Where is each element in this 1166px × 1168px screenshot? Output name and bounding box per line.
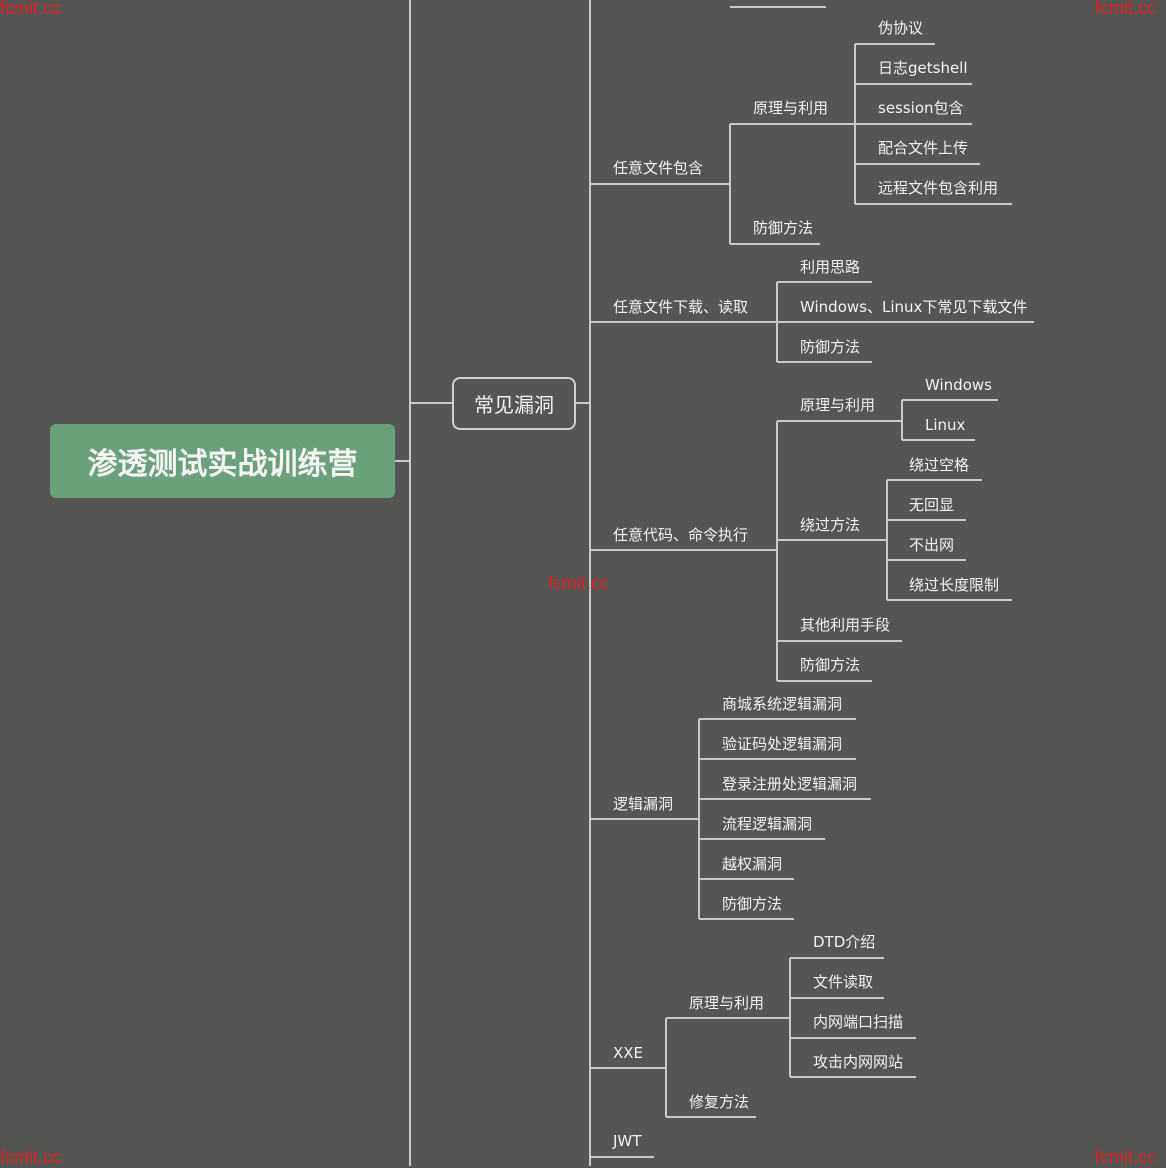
root-node[interactable]: 渗透测试实战训练营: [50, 424, 395, 498]
node-logic-item[interactable]: 商城系统逻辑漏洞: [722, 695, 843, 713]
node-xxe[interactable]: XXE: [613, 1044, 644, 1062]
node-file-download[interactable]: 任意文件下载、读取: [613, 298, 749, 316]
node-jwt[interactable]: JWT: [613, 1132, 642, 1150]
node-file-include-item[interactable]: 配合文件上传: [878, 139, 969, 157]
node-file-download-item[interactable]: Windows、Linux下常见下载文件: [800, 298, 1028, 316]
node-logic-item[interactable]: 流程逻辑漏洞: [722, 815, 813, 833]
node-rce-bypass-item[interactable]: 不出网: [909, 536, 955, 554]
watermark-text: fcmit.cc: [0, 1147, 61, 1167]
node-logic-item[interactable]: 越权漏洞: [722, 855, 783, 873]
node-xxe-fix[interactable]: 修复方法: [689, 1093, 750, 1111]
node-xxe-principle[interactable]: 原理与利用: [689, 994, 765, 1012]
node-rce-principle-item[interactable]: Linux: [925, 416, 966, 434]
watermark-text: fcmit.cc: [0, 0, 61, 18]
node-rce-bypass-item[interactable]: 绕过长度限制: [909, 576, 1000, 594]
watermark-text: fcmit.cc: [1095, 1147, 1156, 1167]
node-common-vulnerabilities[interactable]: 常见漏洞: [452, 377, 576, 430]
node-logic[interactable]: 逻辑漏洞: [613, 795, 674, 813]
node-rce-other[interactable]: 其他利用手段: [800, 616, 891, 634]
node-file-include-item[interactable]: 远程文件包含利用: [878, 179, 999, 197]
node-logic-item[interactable]: 验证码处逻辑漏洞: [722, 735, 843, 753]
node-rce-bypass-item[interactable]: 无回显: [909, 496, 955, 514]
node-logic-item[interactable]: 登录注册处逻辑漏洞: [722, 775, 858, 793]
node-file-include[interactable]: 任意文件包含: [613, 159, 704, 177]
node-logic-item[interactable]: 防御方法: [722, 895, 783, 913]
node-file-download-item[interactable]: 利用思路: [800, 258, 861, 276]
node-xxe-item[interactable]: 内网端口扫描: [813, 1013, 904, 1031]
watermark-text: fcmit.cc: [548, 573, 609, 593]
node-file-include-item[interactable]: 伪协议: [878, 19, 924, 37]
watermark-text: fcmit.cc: [1095, 0, 1156, 18]
node-xxe-item[interactable]: DTD介绍: [813, 933, 876, 951]
node-file-include-defense[interactable]: 防御方法: [753, 219, 814, 237]
node-rce-principle-item[interactable]: Windows: [925, 376, 992, 394]
node-file-include-item[interactable]: session包含: [878, 99, 964, 117]
node-rce-defense[interactable]: 防御方法: [800, 656, 861, 674]
node-rce-bypass[interactable]: 绕过方法: [800, 516, 861, 534]
node-xxe-item[interactable]: 攻击内网网站: [813, 1053, 904, 1071]
node-rce[interactable]: 任意代码、命令执行: [613, 526, 749, 544]
node-rce-principle[interactable]: 原理与利用: [800, 396, 876, 414]
node-file-download-item[interactable]: 防御方法: [800, 338, 861, 356]
node-file-include-item[interactable]: 日志getshell: [878, 59, 968, 77]
node-xxe-item[interactable]: 文件读取: [813, 973, 874, 991]
node-file-include-principle[interactable]: 原理与利用: [753, 99, 829, 117]
node-rce-bypass-item[interactable]: 绕过空格: [909, 456, 970, 474]
